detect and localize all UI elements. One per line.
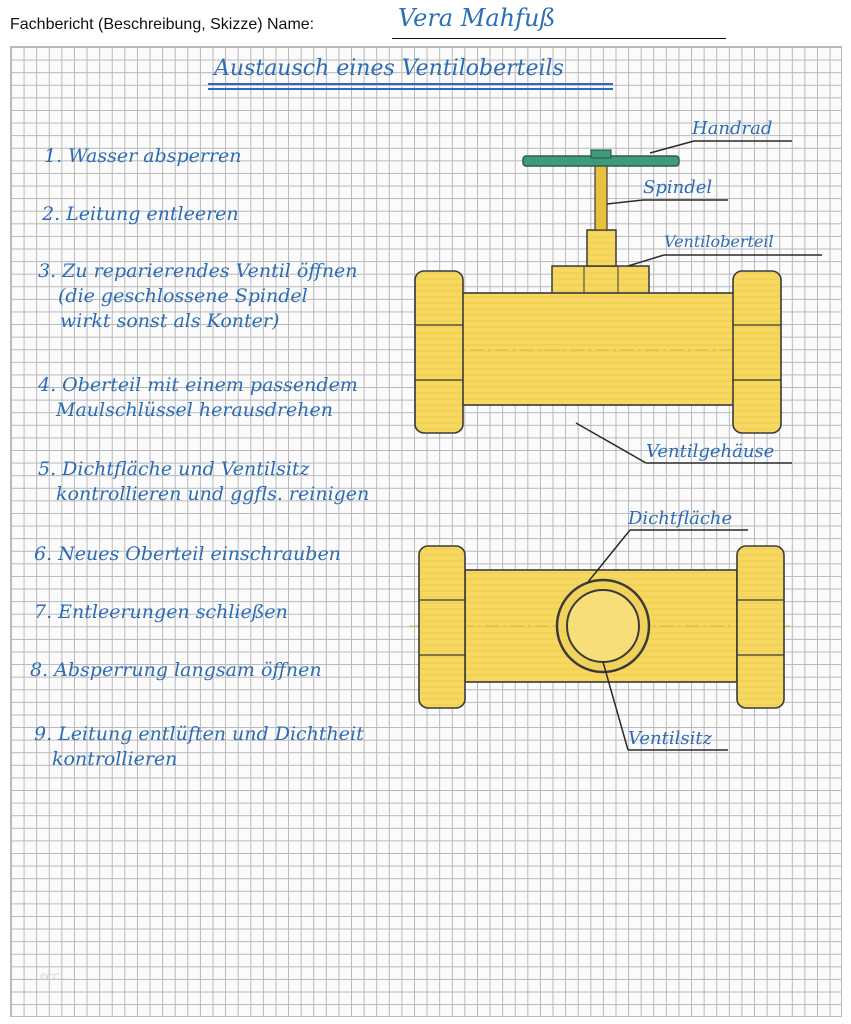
leader-ventilsitz — [602, 661, 629, 751]
step-line: 4. Oberteil mit einem passendem — [38, 374, 358, 396]
label-spindel: Spindel — [643, 177, 713, 198]
step-line: 2. Leitung entleeren — [42, 203, 239, 225]
right-connector-top — [736, 545, 785, 709]
leader-ventiloberteil — [627, 254, 665, 267]
step-line: 7. Entleerungen schließen — [34, 601, 288, 623]
valve-side-view — [414, 149, 782, 434]
label-ventilsitz: Ventilsitz — [628, 728, 713, 749]
name-line — [392, 38, 726, 39]
step-line: Maulschlüssel herausdrehen — [56, 399, 333, 421]
step-3: 3. Zu reparierendes Ventil öffnen (die g… — [38, 259, 358, 334]
watermark: ©CC — [40, 972, 60, 982]
step-line: (die geschlossene Spindel — [58, 285, 308, 307]
label-handrad: Handrad — [692, 118, 773, 139]
step-line: 9. Leitung entlüften und Dichtheit — [34, 723, 364, 745]
label-ventilgehaeuse: Ventilgehäuse — [646, 441, 775, 462]
step-line: kontrollieren und ggfls. reinigen — [56, 483, 370, 505]
step-line: 6. Neues Oberteil einschrauben — [34, 543, 341, 565]
label-ventiloberteil: Ventiloberteil — [664, 232, 774, 251]
title-underline — [208, 83, 613, 85]
label-dichtflaeche: Dichtfläche — [628, 508, 733, 529]
step-9: 9. Leitung entlüften und Dichtheit kontr… — [34, 722, 364, 772]
bonnet-neck — [586, 229, 617, 267]
grid-paper — [10, 46, 842, 1017]
step-line: 1. Wasser absperren — [44, 145, 242, 167]
page-title: Austausch eines Ventiloberteils — [214, 56, 564, 81]
author-name: Vera Mahfuß — [398, 4, 556, 32]
step-8: 8. Absperrung langsam öffnen — [30, 658, 322, 683]
left-connector — [414, 270, 464, 434]
step-line: wirkt sonst als Konter) — [60, 310, 280, 332]
valve-body — [461, 292, 735, 406]
step-line: kontrollieren — [52, 748, 178, 770]
spindle — [594, 161, 608, 231]
leader-dichtflaeche — [587, 529, 631, 583]
step-7: 7. Entleerungen schließen — [34, 600, 288, 625]
left-connector-top — [418, 545, 466, 709]
leader-ventilgehaeuse — [575, 422, 647, 464]
step-4: 4. Oberteil mit einem passendem Maulschl… — [38, 373, 358, 423]
step-line: 8. Absperrung langsam öffnen — [30, 659, 322, 681]
step-line: 3. Zu reparierendes Ventil öffnen — [38, 260, 358, 282]
valve-top-view — [410, 545, 790, 709]
step-1: 1. Wasser absperren — [44, 144, 242, 169]
header: Fachbericht (Beschreibung, Skizze) Name:… — [0, 0, 851, 46]
handwheel-nut — [590, 149, 612, 159]
title-underline — [208, 88, 613, 90]
right-connector — [732, 270, 782, 434]
step-2: 2. Leitung entleeren — [42, 202, 239, 227]
step-line: 5. Dichtfläche und Ventilsitz — [38, 458, 310, 480]
leader-spindel — [606, 199, 644, 205]
step-6: 6. Neues Oberteil einschrauben — [34, 542, 341, 567]
leader-handrad — [649, 140, 695, 154]
step-5: 5. Dichtfläche und Ventilsitz kontrollie… — [38, 457, 369, 507]
bonnet-hex — [551, 265, 650, 295]
header-label: Fachbericht (Beschreibung, Skizze) Name: — [10, 16, 315, 33]
